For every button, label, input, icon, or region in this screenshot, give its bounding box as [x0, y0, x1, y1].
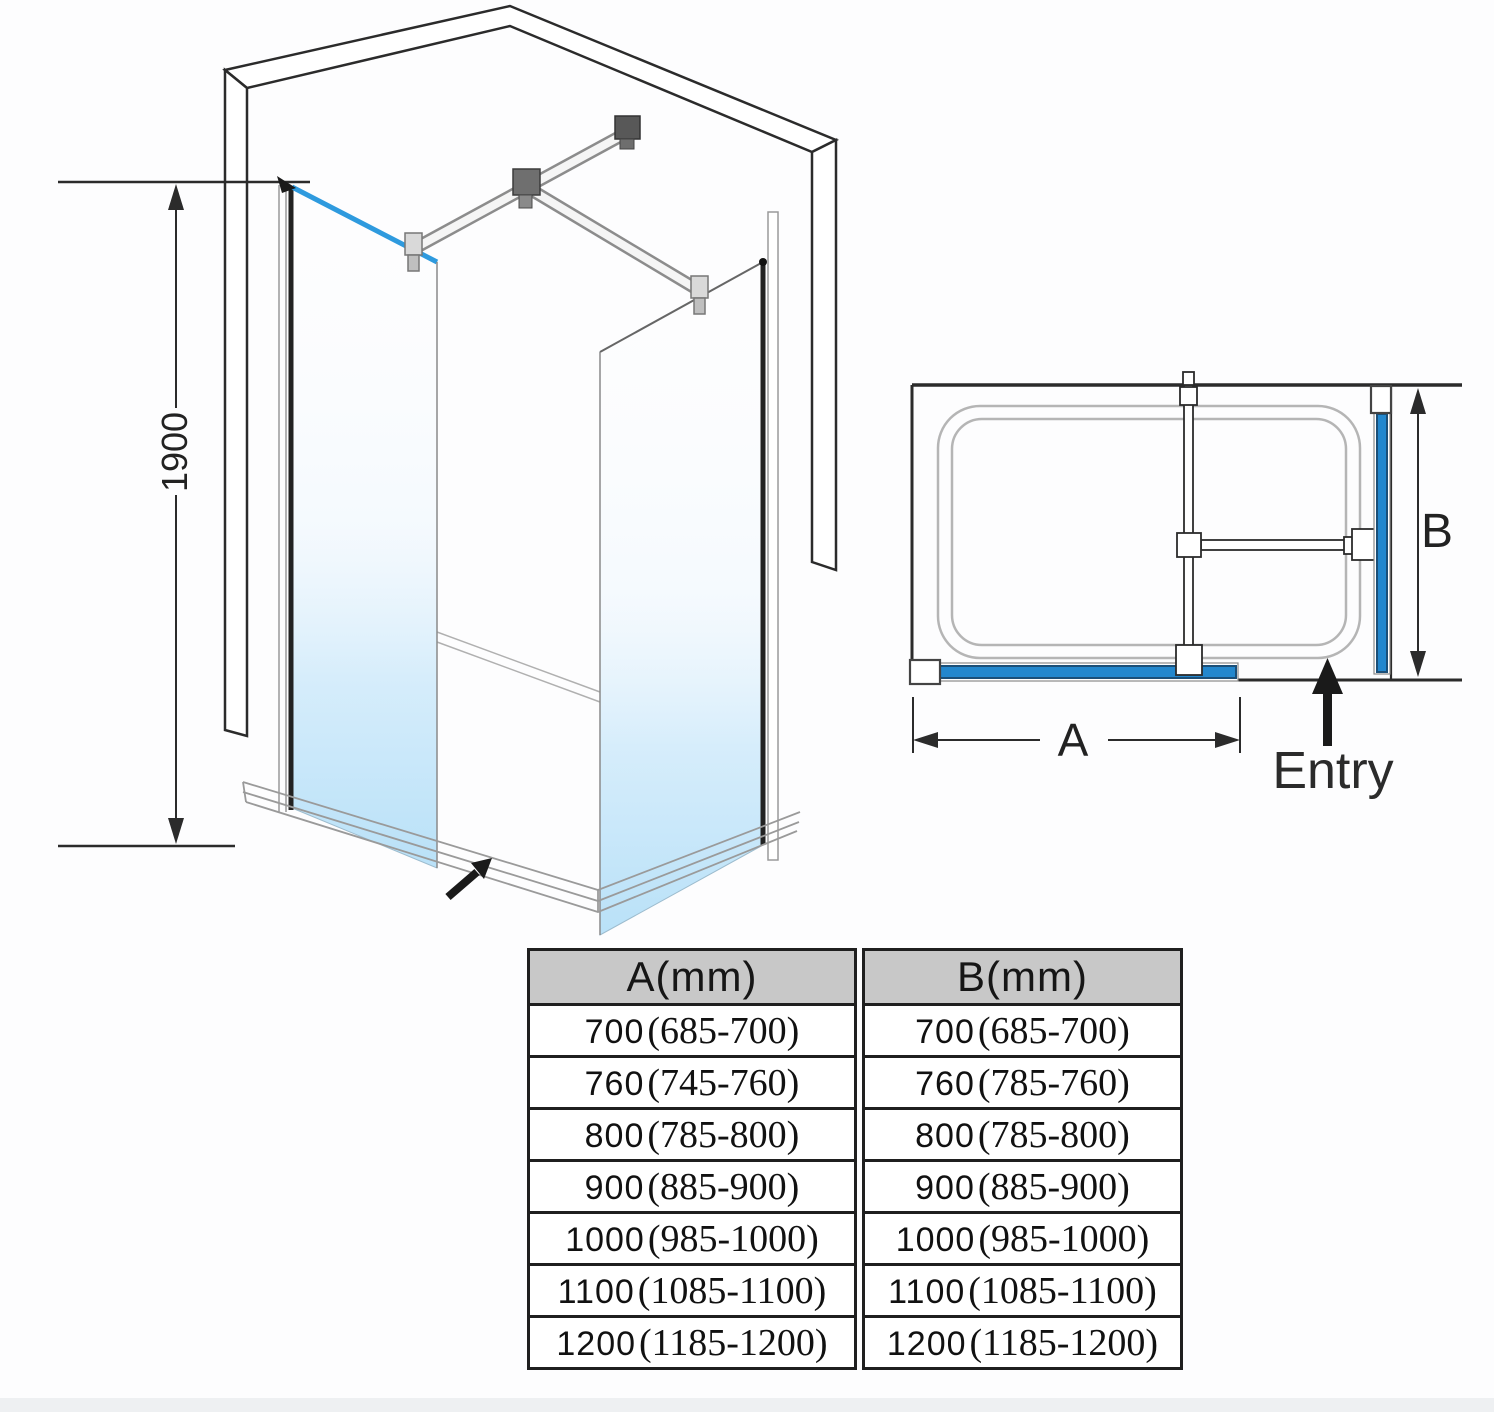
plan-glass-a	[908, 644, 1239, 686]
table-cell: 1200(1185-1200)	[863, 1315, 1182, 1370]
glass-a-clamp	[404, 232, 423, 272]
tray-back-rim	[436, 631, 601, 703]
table-row: 800(785-800)	[528, 1107, 856, 1162]
table-row: 1000(985-1000)	[863, 1211, 1182, 1266]
dimension-a: A	[912, 697, 1241, 766]
plan-bar-vertical	[1183, 384, 1194, 666]
table-cell: 1000(985-1000)	[528, 1211, 856, 1266]
arrow-up	[168, 184, 184, 210]
entry-arrow-iso	[445, 858, 492, 901]
size-table-a: A(mm) 700(685-700) 760(745-760) 800(785-…	[527, 948, 857, 1370]
table-cell: 800(785-800)	[528, 1107, 856, 1162]
table-cell: 1100(1085-1100)	[863, 1263, 1182, 1318]
table-row: 700(685-700)	[528, 1003, 856, 1058]
plan-wall-mount	[1179, 386, 1198, 406]
table-cell: 1000(985-1000)	[863, 1211, 1182, 1266]
entry-arrow-plan: Entry	[1272, 658, 1394, 800]
wall-left-face	[223, 67, 249, 738]
height-dimension-label: 1900	[154, 412, 195, 492]
table-row: 1200(1185-1200)	[528, 1315, 856, 1370]
glass-panel-a	[278, 184, 439, 869]
glass-b-top-edge	[599, 261, 764, 353]
shower-tray	[242, 781, 801, 913]
table-cell: 700(685-700)	[863, 1003, 1182, 1058]
tee-connector	[512, 168, 541, 209]
table-cell: 900(885-900)	[863, 1159, 1182, 1214]
depth-dimension-label: B	[1421, 505, 1453, 558]
plan-bar-horizontal	[1200, 539, 1353, 551]
plan-glass-a-wall-profile	[908, 658, 942, 686]
table-row: 1100(1085-1100)	[528, 1263, 856, 1318]
wall-mount-block	[614, 115, 641, 150]
wall-top-band	[222, 4, 840, 154]
table-cell: 760(785-760)	[863, 1055, 1182, 1110]
column-header-b: B(mm)	[862, 948, 1183, 1006]
entry-label: Entry	[1272, 742, 1393, 800]
dimension-1900: 1900	[58, 176, 310, 848]
page-bottom-band	[0, 1398, 1494, 1412]
table-row: 1000(985-1000)	[528, 1211, 856, 1266]
width-dimension-label: A	[1058, 714, 1089, 766]
plan-tee-block	[1176, 532, 1202, 558]
support-bars-iso	[404, 115, 709, 315]
table-row: 1200(1185-1200)	[863, 1315, 1182, 1370]
corner-leader	[277, 176, 296, 193]
table-row: 760(745-760)	[528, 1055, 856, 1110]
size-table: A(mm) 700(685-700) 760(745-760) 800(785-…	[527, 948, 1183, 1370]
table-cell: 800(785-800)	[863, 1107, 1182, 1162]
top-view: A B Entry	[908, 371, 1462, 800]
table-cell: 1100(1085-1100)	[528, 1263, 856, 1318]
table-row: 1100(1085-1100)	[863, 1263, 1182, 1318]
table-row: 800(785-800)	[863, 1107, 1182, 1162]
table-cell: 1200(1185-1200)	[528, 1315, 856, 1370]
plan-bar-foot	[1175, 644, 1203, 676]
column-header-a: A(mm)	[527, 948, 857, 1006]
table-cell: 700(685-700)	[528, 1003, 856, 1058]
table-row: 700(685-700)	[863, 1003, 1182, 1058]
iso-view: 1900	[58, 4, 840, 936]
plan-glass-b	[1369, 384, 1393, 675]
table-row: 900(885-900)	[528, 1159, 856, 1214]
table-cell: 760(745-760)	[528, 1055, 856, 1110]
glass-panel-b	[599, 211, 779, 936]
table-cell: 900(885-900)	[528, 1159, 856, 1214]
plan-wall-mount-cap	[1182, 371, 1195, 386]
plan-tray-outline	[936, 404, 1362, 660]
arrow-down	[168, 818, 184, 844]
wall-structure	[222, 4, 840, 738]
glass-b-wall-channel	[767, 211, 779, 861]
plan-glass-b-wall-profile	[1369, 384, 1393, 415]
dimension-b: B	[1410, 388, 1453, 677]
table-row: 900(885-900)	[863, 1159, 1182, 1214]
size-table-b: B(mm) 700(685-700) 760(785-760) 800(785-…	[862, 948, 1183, 1370]
wall-right-column	[810, 137, 838, 572]
plan-support-bars	[1176, 371, 1383, 666]
table-row: 760(785-760)	[863, 1055, 1182, 1110]
glass-b-clamp	[690, 275, 709, 315]
